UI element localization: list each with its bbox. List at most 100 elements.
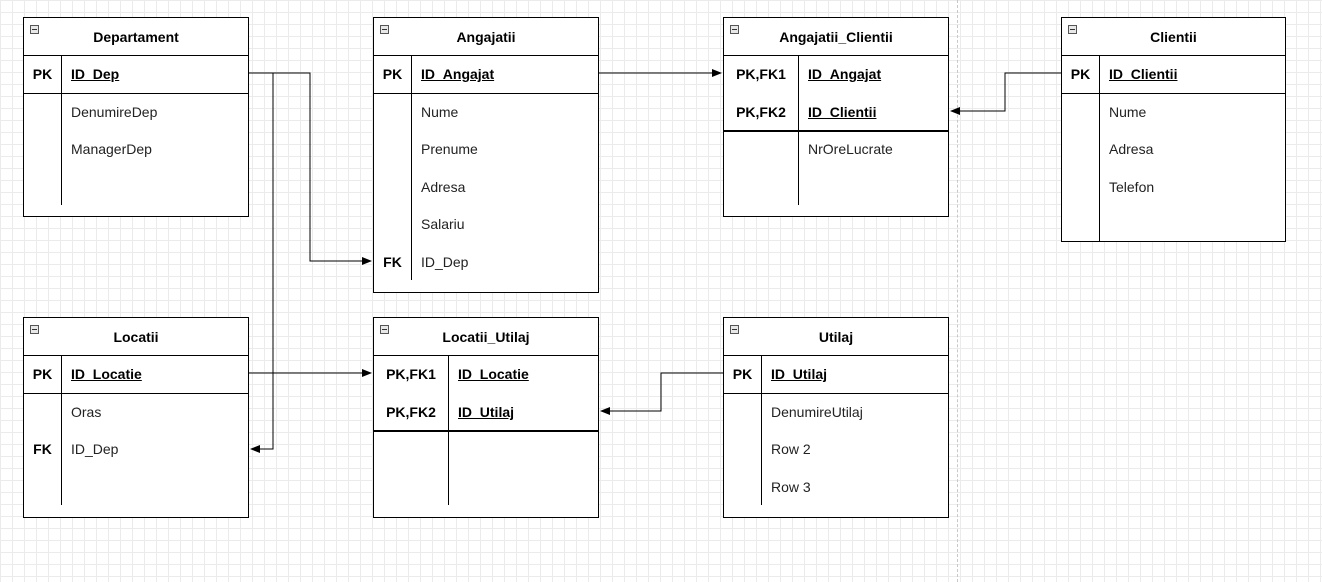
pk-divider xyxy=(374,93,598,94)
table-row: Adresa xyxy=(1062,131,1285,168)
table-row: FK ID_Dep xyxy=(24,431,248,468)
field-name: ID_Dep xyxy=(421,254,469,270)
field-name: ID_Dep xyxy=(71,66,120,82)
table-row: DenumireUtilaj xyxy=(724,394,948,431)
table-title: Angajatii_Clientii xyxy=(779,29,893,45)
connector-departament-angajatii[interactable] xyxy=(249,72,372,265)
key-label: PK xyxy=(732,366,753,382)
field-name: ID_Utilaj xyxy=(458,404,515,420)
field-name: Adresa xyxy=(1109,141,1154,157)
key-column-separator xyxy=(761,356,762,505)
table-row: DenumireDep xyxy=(24,94,248,131)
table-row: Row 3 xyxy=(724,469,948,506)
table-header: Clientii xyxy=(1062,18,1285,56)
table-header: Angajatii_Clientii xyxy=(724,18,948,56)
table-row: Prenume xyxy=(374,131,598,168)
table-row: Nume xyxy=(1062,94,1285,131)
collapse-icon[interactable] xyxy=(30,25,39,34)
key-label: PK xyxy=(32,66,53,82)
table-row: PK,FK1 ID_Locatie xyxy=(374,356,598,393)
connector-clientii-angajatii-clientii[interactable] xyxy=(950,72,1061,115)
key-label: PK xyxy=(382,66,403,82)
field-name: DenumireDep xyxy=(71,104,158,120)
table-title: Angajatii xyxy=(456,29,516,45)
table-locatii[interactable]: Locatii PK ID_Locatie Oras FK ID_Dep xyxy=(23,317,249,518)
field-name: Row 2 xyxy=(771,441,811,457)
pk-divider xyxy=(1062,93,1285,94)
field-name: Salariu xyxy=(421,216,465,232)
field-name: ID_Dep xyxy=(71,441,119,457)
table-row: PK ID_Dep xyxy=(24,56,248,93)
table-locatii-utilaj[interactable]: Locatii_Utilaj PK,FK1 ID_Locatie PK,FK2 … xyxy=(373,317,599,518)
table-title: Clientii xyxy=(1150,29,1197,45)
connector-departament-locatii[interactable] xyxy=(249,72,274,453)
pk-divider xyxy=(24,93,248,94)
field-name: Adresa xyxy=(421,179,466,195)
table-departament[interactable]: Departament PK ID_Dep DenumireDep Manage… xyxy=(23,17,249,217)
key-label: PK,FK2 xyxy=(736,104,786,120)
table-angajatii[interactable]: Angajatii PK ID_Angajat Nume Prenume Adr… xyxy=(373,17,599,293)
key-label: PK xyxy=(32,366,53,382)
field-name: Oras xyxy=(71,404,102,420)
collapse-icon[interactable] xyxy=(1068,25,1077,34)
table-utilaj[interactable]: Utilaj PK ID_Utilaj DenumireUtilaj Row 2… xyxy=(723,317,949,518)
field-name: ID_Clientii xyxy=(808,104,877,120)
table-row: PK ID_Clientii xyxy=(1062,56,1285,93)
table-title: Locatii_Utilaj xyxy=(442,329,530,345)
field-name: ID_Angajat xyxy=(421,66,495,82)
table-angajatii-clientii[interactable]: Angajatii_Clientii PK,FK1 ID_Angajat PK,… xyxy=(723,17,949,217)
key-column-separator xyxy=(1099,56,1100,242)
pk-divider xyxy=(374,430,598,432)
key-column-separator xyxy=(61,56,62,205)
field-name: Nume xyxy=(1109,104,1147,120)
field-name: Telefon xyxy=(1109,179,1155,195)
table-row: Adresa xyxy=(374,169,598,206)
collapse-icon[interactable] xyxy=(30,325,39,334)
table-title: Departament xyxy=(93,29,179,45)
key-label: FK xyxy=(33,441,52,457)
key-column-separator xyxy=(61,356,62,505)
key-label: PK,FK1 xyxy=(386,366,436,382)
table-row: FK ID_Dep xyxy=(374,244,598,281)
field-name: NrOreLucrate xyxy=(808,141,893,157)
pk-divider xyxy=(24,393,248,394)
table-row: Oras xyxy=(24,394,248,431)
table-row: PK ID_Locatie xyxy=(24,356,248,393)
collapse-icon[interactable] xyxy=(730,25,739,34)
collapse-icon[interactable] xyxy=(380,25,389,34)
field-name: Prenume xyxy=(421,141,478,157)
key-label: PK,FK2 xyxy=(386,404,436,420)
table-header: Departament xyxy=(24,18,248,56)
collapse-icon[interactable] xyxy=(380,325,389,334)
table-row: Salariu xyxy=(374,206,598,243)
field-name: ID_Locatie xyxy=(71,366,142,382)
table-title: Utilaj xyxy=(818,329,854,345)
table-header: Angajatii xyxy=(374,18,598,56)
collapse-icon[interactable] xyxy=(730,325,739,334)
field-name: ID_Clientii xyxy=(1109,66,1178,82)
pk-divider xyxy=(724,393,948,394)
field-name: ManagerDep xyxy=(71,141,152,157)
table-header: Utilaj xyxy=(724,318,948,356)
table-row: ManagerDep xyxy=(24,131,248,168)
table-header: Locatii_Utilaj xyxy=(374,318,598,356)
table-title: Locatii xyxy=(113,329,159,345)
connector-utilaj-locatii-utilaj[interactable] xyxy=(600,372,723,415)
table-row: PK,FK1 ID_Angajat xyxy=(724,56,948,93)
table-row: Row 2 xyxy=(724,431,948,468)
field-name: ID_Locatie xyxy=(458,366,529,382)
page-break-line xyxy=(957,0,958,582)
field-name: Nume xyxy=(421,104,459,120)
key-column-separator xyxy=(411,56,412,280)
pk-divider xyxy=(724,130,948,132)
field-name: DenumireUtilaj xyxy=(771,404,863,420)
field-name: ID_Angajat xyxy=(808,66,882,82)
table-row: Telefon xyxy=(1062,169,1285,206)
table-clientii[interactable]: Clientii PK ID_Clientii Nume Adresa Tele… xyxy=(1061,17,1286,242)
key-label: PK,FK1 xyxy=(736,66,786,82)
table-row: Nume xyxy=(374,94,598,131)
table-header: Locatii xyxy=(24,318,248,356)
table-row: PK,FK2 ID_Clientii xyxy=(724,94,948,131)
field-name: ID_Utilaj xyxy=(771,366,828,382)
